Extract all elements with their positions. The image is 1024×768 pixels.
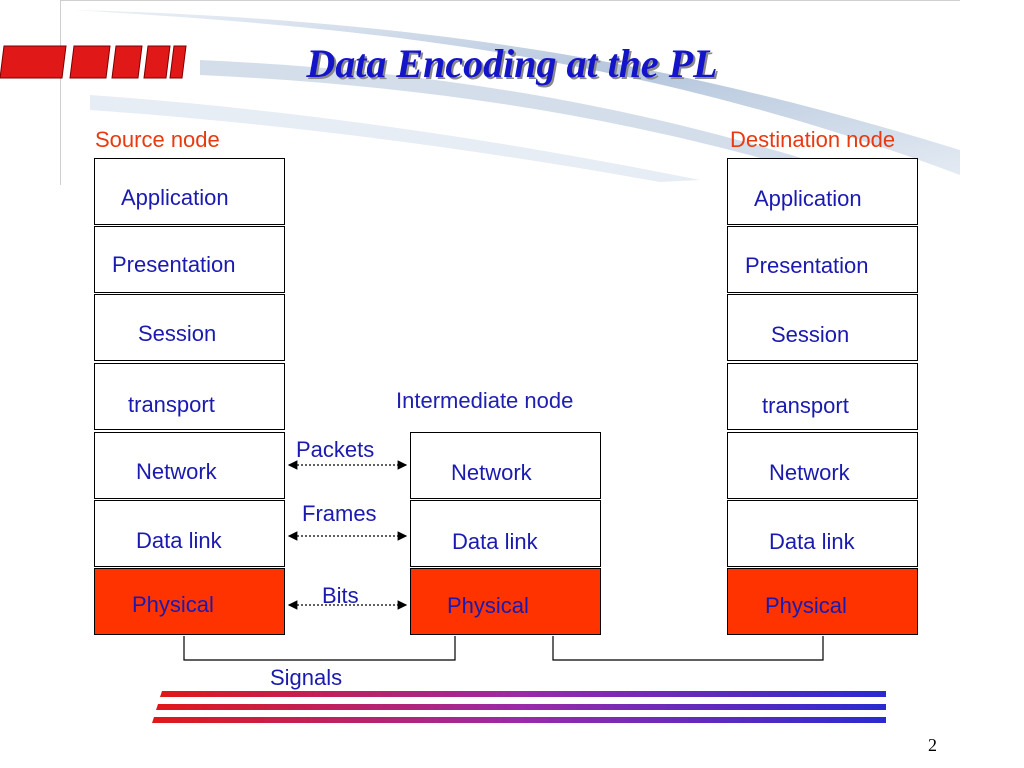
destination-data-link-text: Data link [769, 529, 855, 554]
source-transport-text: transport [128, 392, 215, 417]
source-session-text: Session [138, 321, 217, 346]
intermediate-layer-physical [410, 568, 601, 635]
destination-presentation-text: Presentation [745, 253, 869, 278]
source-presentation-text: Presentation [112, 252, 236, 277]
intermediate-data-link-text: Data link [452, 529, 538, 554]
source-layer-physical [94, 568, 285, 635]
signal-wire-right [552, 636, 824, 661]
source-layer-application [94, 158, 285, 225]
source-physical-text: Physical [132, 592, 214, 617]
destination-node-label: Destination node [730, 127, 896, 152]
frames-label: Frames [302, 501, 377, 526]
source-layer-presentation [94, 226, 285, 293]
destination-physical-text: Physical [765, 593, 847, 618]
bits-label: Bits [322, 583, 359, 608]
source-network-text: Network [136, 459, 217, 484]
source-layer-network [94, 432, 285, 499]
source-data-link-text: Data link [136, 528, 222, 553]
destination-layer-presentation [727, 226, 918, 293]
source-layer-transport [94, 363, 285, 430]
source-application-text: Application [121, 185, 229, 210]
source-node-label: Source node [95, 127, 220, 152]
source-layer-data-link [94, 500, 285, 567]
left-frame-line [60, 0, 61, 185]
page-number: 2 [928, 735, 937, 755]
top-frame-line [60, 0, 960, 1]
destination-network-text: Network [769, 460, 850, 485]
destination-layer-physical [727, 568, 918, 635]
signal-wire-left [183, 636, 456, 661]
stripes-logo [0, 45, 187, 79]
intermediate-node-label: Intermediate node [396, 388, 574, 413]
intermediate-network-text: Network [451, 460, 532, 485]
destination-layer-application [727, 158, 918, 225]
destination-layer-network [727, 432, 918, 499]
globe-swoosh-decoration [75, 10, 960, 182]
destination-transport-text: transport [762, 393, 849, 418]
signals-label: Signals [270, 665, 343, 690]
source-layer-session [94, 294, 285, 361]
intermediate-layer-data-link [410, 500, 601, 567]
destination-layer-transport [727, 363, 918, 430]
destination-application-text: Application [754, 186, 862, 211]
intermediate-physical-text: Physical [447, 593, 529, 618]
destination-layer-session [727, 294, 918, 361]
packets-label: Packets [296, 437, 375, 462]
intermediate-layer-network [410, 432, 601, 499]
slide-title: Data Encoding at the PL [306, 41, 718, 86]
destination-session-text: Session [771, 322, 850, 347]
destination-layer-data-link [727, 500, 918, 567]
